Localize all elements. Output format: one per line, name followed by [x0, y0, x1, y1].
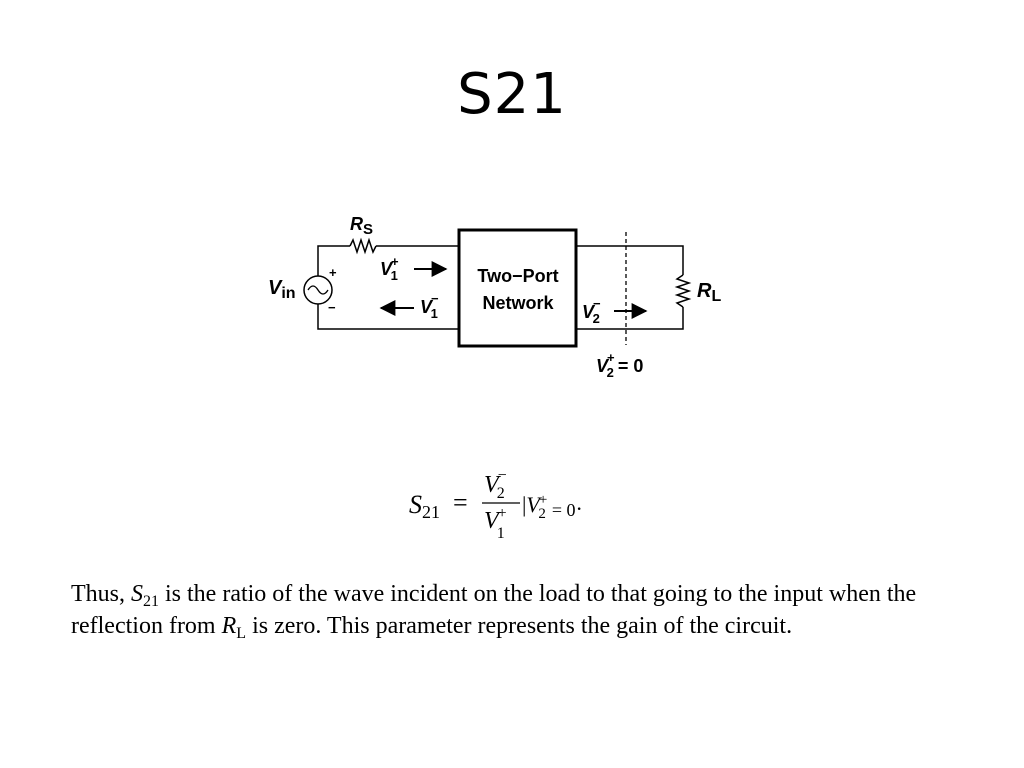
slide-title: S21	[457, 62, 567, 127]
two-port-network-box	[457, 228, 578, 348]
v2-plus-zero-label: V+2= 0	[596, 350, 643, 380]
equation-numerator: V−2	[484, 467, 507, 502]
v2-minus-label: V−2	[582, 296, 601, 326]
v1-minus-label: V−1	[420, 291, 439, 321]
rl-label: RL	[697, 280, 721, 305]
equation-equals: =	[453, 488, 468, 517]
equation-condition: |V+2= 0·	[522, 492, 583, 522]
paragraph-s-symbol: S	[131, 581, 143, 607]
source-minus: −	[328, 300, 336, 315]
paragraph-text-2: is the ratio of the wave incident on the…	[71, 581, 917, 639]
box-label-line1: Two−Port	[477, 266, 558, 286]
vin-label: Vin	[268, 277, 296, 302]
equation-lhs: S21	[409, 490, 440, 522]
source-plus: +	[329, 265, 337, 280]
paragraph-r-subscript: L	[236, 625, 247, 642]
paragraph-text-3: is zero. This parameter represents the g…	[246, 613, 793, 639]
equation-denominator: V+1	[484, 505, 507, 542]
paragraph-s-subscript: 21	[143, 593, 159, 610]
rs-resistor	[349, 237, 377, 255]
paragraph-r-symbol: R	[221, 613, 237, 639]
output-wiring	[576, 245, 684, 330]
rs-label: RS	[350, 214, 373, 238]
s21-equation: S21 = V−2 V+1 |V+2= 0·	[409, 467, 583, 542]
paragraph-text-1: Thus,	[71, 581, 131, 607]
source-wave-icon	[307, 285, 329, 295]
v1-plus-label: V+1	[380, 254, 399, 283]
explanation-paragraph: Thus, S21 is the ratio of the wave incid…	[71, 578, 971, 642]
input-wiring	[317, 245, 459, 330]
rl-resistor	[674, 274, 692, 308]
box-label-line2: Network	[482, 293, 554, 313]
